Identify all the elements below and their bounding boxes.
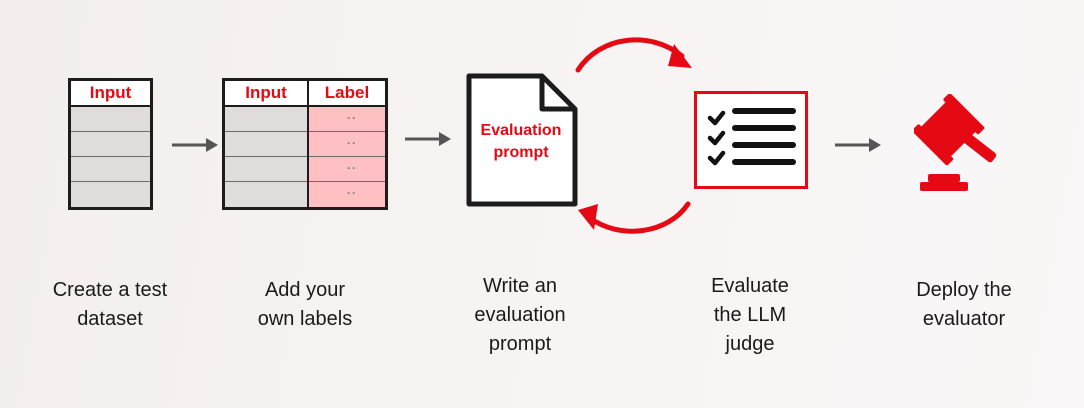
caption-line: evaluation (474, 304, 566, 326)
label-column-header: Label (324, 83, 370, 102)
label-cell: ·· (309, 107, 385, 132)
header-divider (71, 105, 150, 107)
caption-line: prompt (488, 333, 552, 355)
table-row (225, 132, 307, 157)
curved-arrow-icon (575, 37, 692, 73)
label-cell: ·· (309, 182, 385, 207)
label-placeholder: ·· (347, 111, 357, 125)
step-caption-add-labels: Add your own labels (225, 276, 385, 334)
caption-line: judge (725, 333, 775, 355)
table-row (71, 132, 150, 157)
column-divider (307, 81, 309, 207)
caption-line: Evaluate (711, 275, 789, 297)
step-caption-evaluate-judge: Evaluate the LLM judge (670, 272, 830, 359)
right-arrow-icon (835, 138, 881, 152)
caption-line: Create a test (52, 279, 168, 301)
caption-line: dataset (77, 308, 143, 330)
table-row (71, 182, 150, 207)
label-cell: ·· (309, 157, 385, 182)
table-row (225, 182, 307, 207)
label-placeholder: ·· (347, 186, 357, 200)
caption-line: Deploy the (916, 279, 1012, 301)
document-title-line: Evaluation (480, 122, 562, 139)
header-divider (225, 105, 385, 107)
document-icon (466, 73, 578, 207)
caption-line: Write an (482, 275, 558, 297)
checklist-lines (707, 108, 796, 166)
gavel-icon (914, 94, 997, 191)
right-arrow-icon (172, 138, 218, 152)
caption-line: the LLM (713, 304, 787, 326)
step-caption-write-prompt: Write an evaluation prompt (440, 272, 600, 359)
input-column-header: Input (245, 83, 287, 102)
label-placeholder: ·· (347, 161, 357, 175)
labeled-dataset-table: Input Label ·· ·· ·· ·· (222, 78, 388, 210)
checklist-icon (694, 91, 808, 189)
table-row (225, 107, 307, 132)
curved-arrow-icon (578, 201, 691, 234)
step-caption-deploy: Deploy the evaluator (884, 276, 1044, 334)
test-dataset-table: Input (68, 78, 153, 210)
step-caption-create-dataset: Create a test dataset (30, 276, 190, 334)
caption-line: own labels (257, 308, 353, 330)
table-row (71, 107, 150, 132)
input-column-header: Input (89, 83, 132, 102)
document-title-line: prompt (493, 144, 549, 161)
table-row (71, 157, 150, 182)
label-cell: ·· (309, 132, 385, 157)
table-row (225, 157, 307, 182)
caption-line: Add your (264, 279, 346, 301)
caption-line: evaluator (922, 308, 1006, 330)
label-placeholder: ·· (347, 136, 357, 150)
document-title: Evaluation prompt (470, 120, 572, 164)
right-arrow-icon (405, 132, 451, 146)
